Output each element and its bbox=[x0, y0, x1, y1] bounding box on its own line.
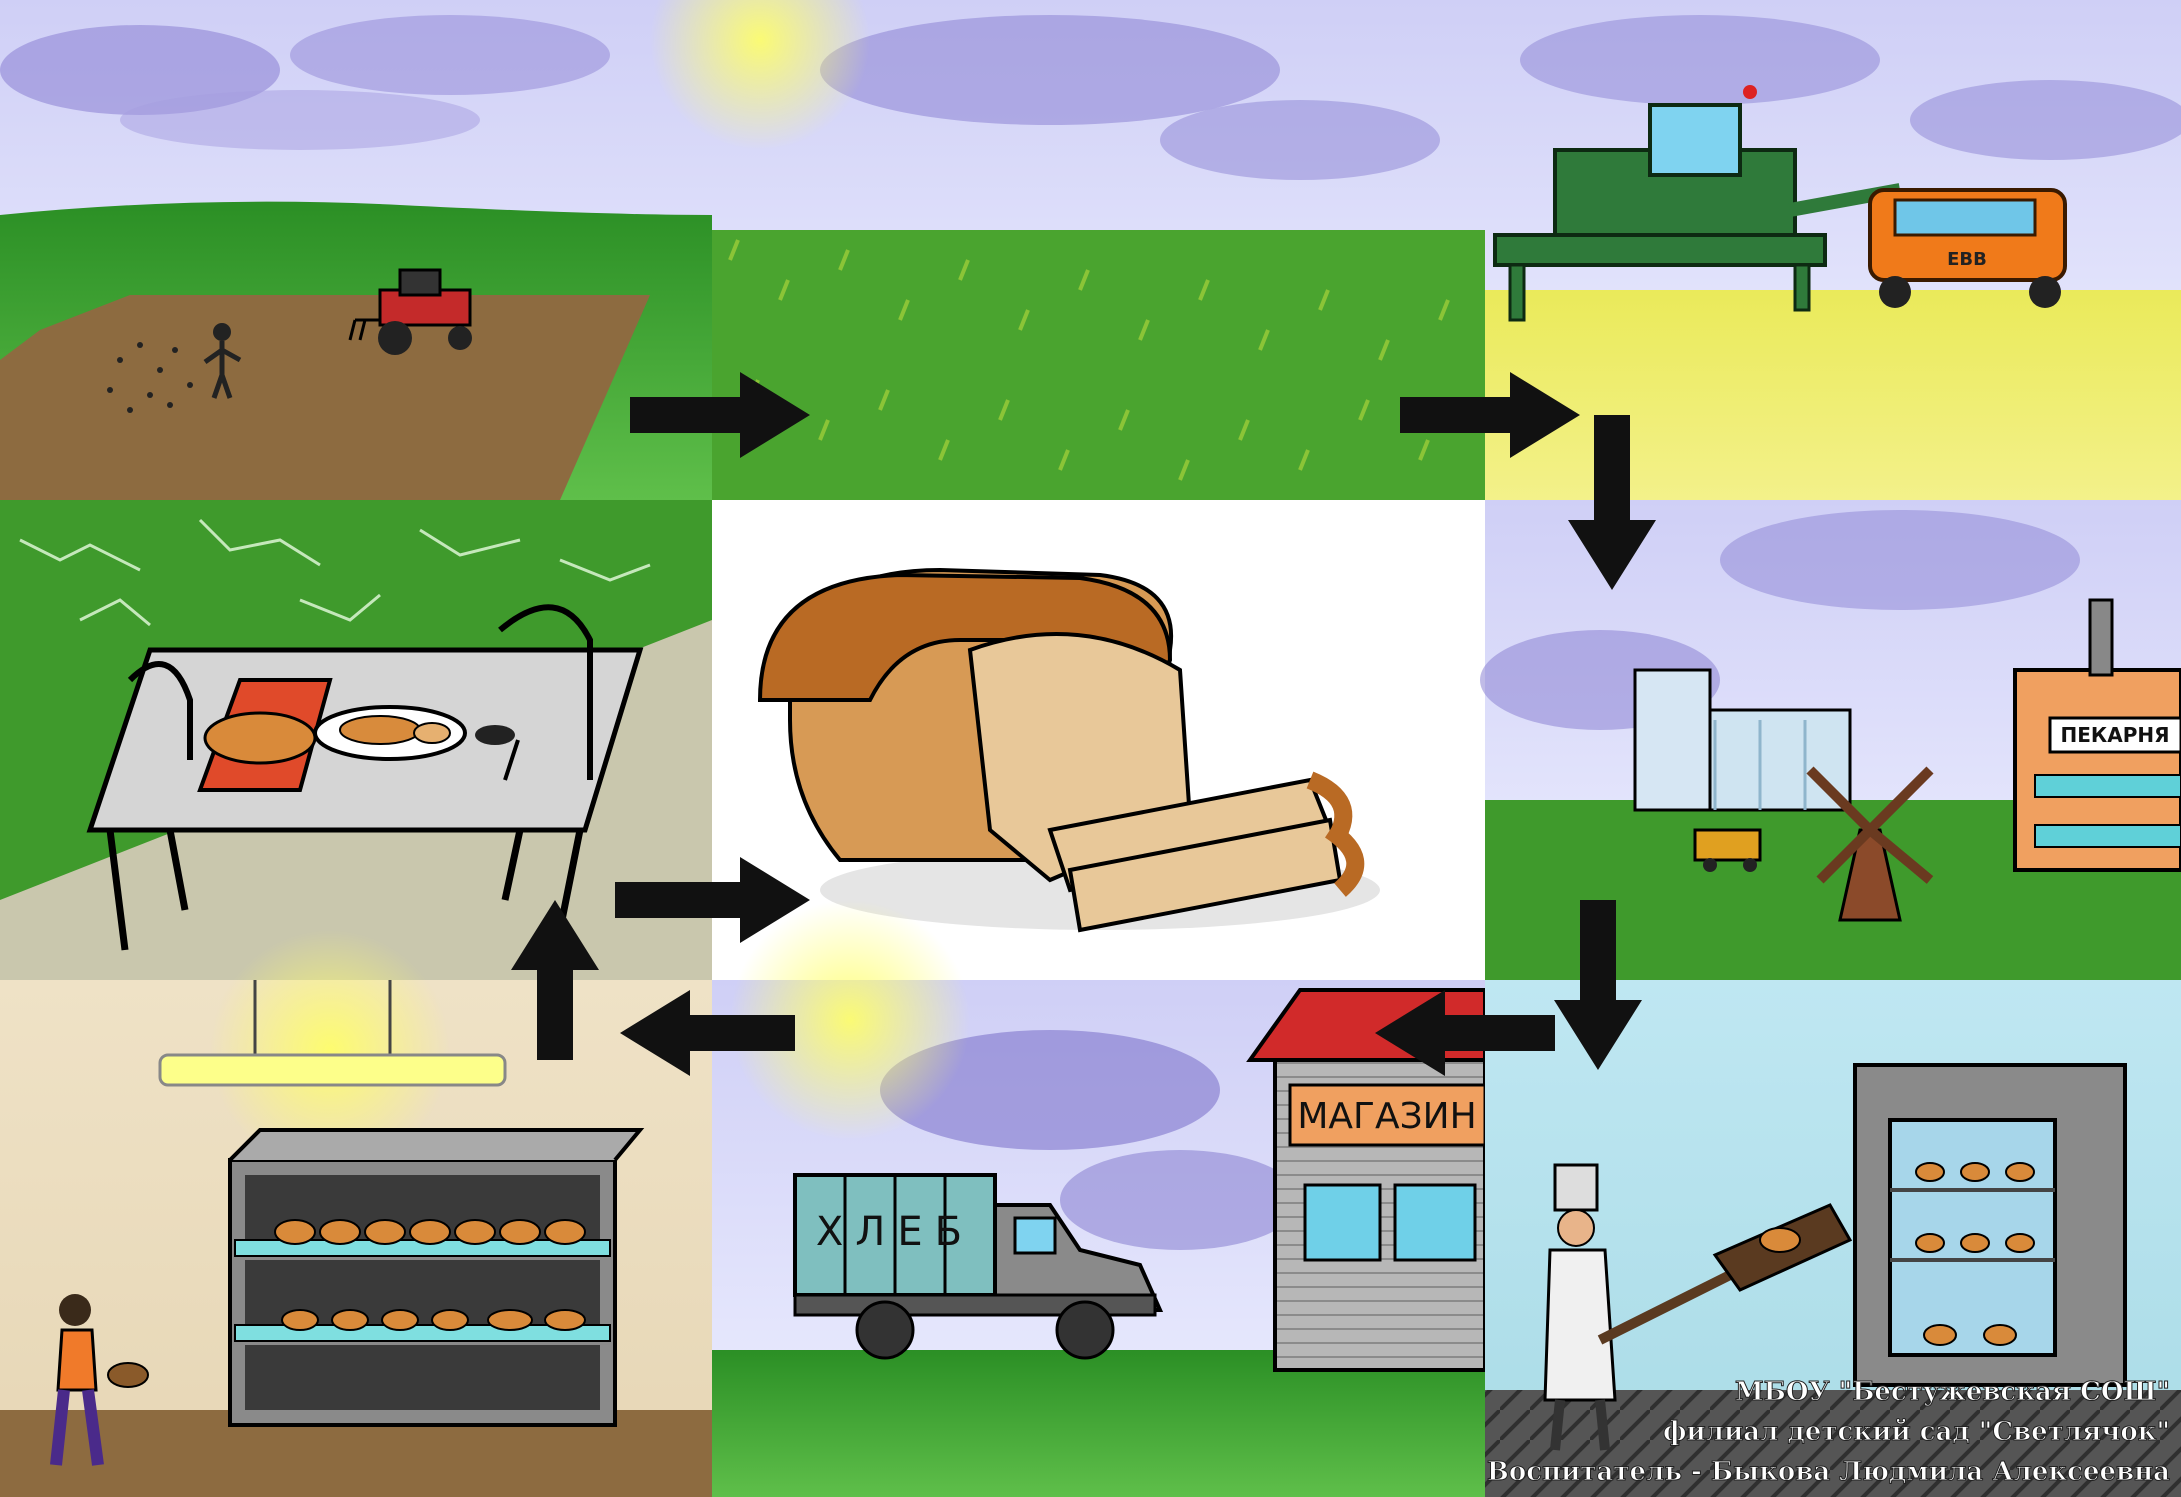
panel-plowing-sowing bbox=[0, 0, 712, 500]
truck-small-text: ЕВВ bbox=[1947, 249, 1987, 270]
panel-baker: МБОУ "Бестужевская СОШ" филиал детский с… bbox=[1485, 980, 2181, 1497]
bakery-sign: ПЕКАРНЯ bbox=[2060, 723, 2169, 747]
panel-harvest: ЕВВ bbox=[1485, 0, 2181, 500]
panel-delivery: ХЛЕБ МАГАЗИН bbox=[712, 900, 1485, 1497]
store-sign: МАГАЗИН bbox=[1297, 1096, 1476, 1137]
credits-line-1: МБОУ "Бестужевская СОШ" bbox=[1735, 1377, 2170, 1407]
oven-icon bbox=[1855, 1065, 2125, 1385]
panel-table bbox=[0, 500, 712, 980]
plate-with-bread-icon bbox=[315, 707, 465, 759]
panel-store-shelves bbox=[0, 930, 712, 1497]
bread-shelf-icon bbox=[230, 1130, 640, 1425]
credits-line-2: филиал детский сад "Светлячок" bbox=[1663, 1417, 2170, 1447]
truck-label: ХЛЕБ bbox=[816, 1209, 974, 1255]
credits-line-3: Воспитатель - Быкова Людмила Алексеевна bbox=[1487, 1457, 2170, 1487]
